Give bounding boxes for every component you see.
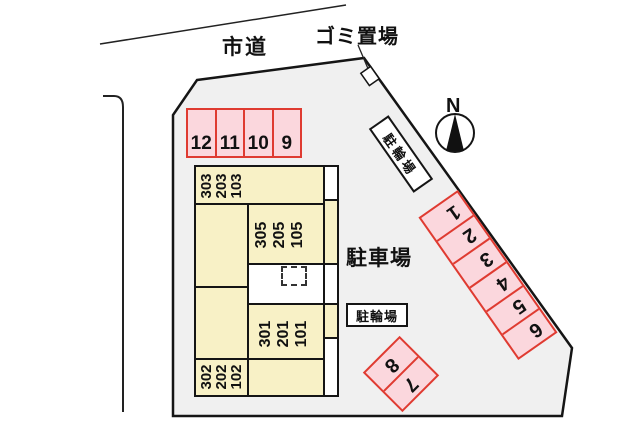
building-stair-top bbox=[325, 167, 337, 201]
unit-number: 203 bbox=[212, 173, 230, 199]
unit-number: 301 bbox=[257, 320, 274, 348]
unit-number: 105 bbox=[289, 221, 306, 249]
parking-stall: 11 bbox=[214, 110, 244, 156]
unit-number: 303 bbox=[197, 173, 215, 199]
building-stair-bottom bbox=[325, 337, 337, 395]
compass-needle-icon bbox=[446, 114, 464, 151]
building-wall-left-mid bbox=[194, 286, 249, 288]
parking-stall: 10 bbox=[243, 110, 272, 156]
parking-stall: 12 bbox=[190, 133, 212, 154]
building-wall-upper bbox=[194, 203, 325, 205]
building-wall-center bbox=[247, 203, 249, 397]
parking-lot-label: 駐車場 bbox=[346, 247, 412, 270]
bicycle-parking-box-label: 駐輪場 bbox=[346, 303, 408, 327]
unit-number: 305 bbox=[253, 221, 270, 249]
unit-number: 201 bbox=[275, 320, 292, 348]
garbage-box bbox=[359, 65, 381, 87]
north-label: N bbox=[446, 95, 461, 117]
road-edge-side-line bbox=[103, 95, 124, 412]
unit-number: 102 bbox=[227, 364, 245, 390]
unit-number: 302 bbox=[197, 364, 215, 390]
unit-number: 202 bbox=[212, 364, 230, 390]
unit-number: 103 bbox=[227, 173, 245, 199]
parking-stall: 9 bbox=[271, 110, 301, 156]
road-label: 市道 bbox=[222, 36, 268, 59]
building-wall-right bbox=[323, 165, 325, 397]
entrance-dashed-box bbox=[281, 266, 307, 286]
unit-number: 101 bbox=[293, 320, 310, 348]
garbage-area-label: ゴミ置場 bbox=[315, 26, 399, 48]
garbage-leader-line bbox=[357, 44, 370, 72]
building-wall-lower bbox=[194, 358, 325, 360]
unit-number: 205 bbox=[271, 221, 288, 249]
road-edge-upper-line bbox=[99, 4, 347, 45]
